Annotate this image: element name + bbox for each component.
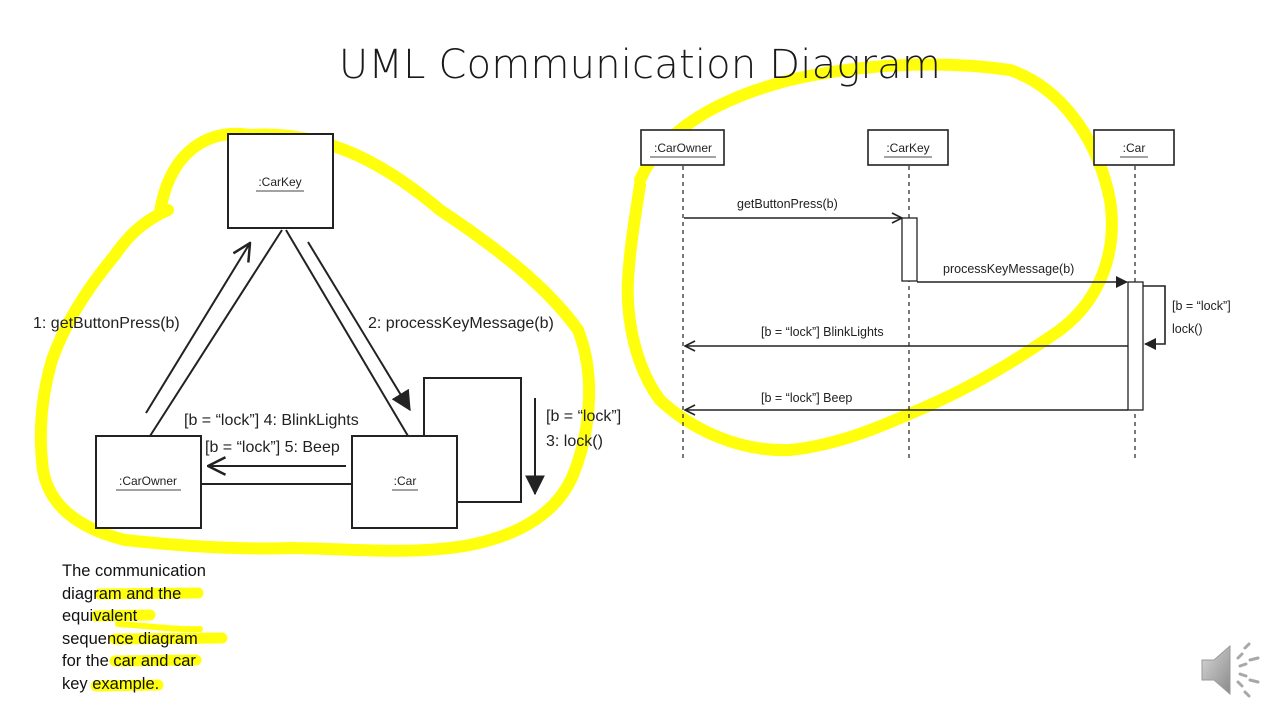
seq-label-process-key-message: processKeyMessage(b) [943, 262, 1074, 276]
message-label-2: 2: processKeyMessage(b) [368, 315, 554, 332]
seq-arrow-self-lock [1143, 285, 1166, 350]
highlight-caption-1 [94, 587, 204, 600]
object-name-carowner: :CarOwner [119, 474, 177, 488]
object-box-carowner [95, 435, 202, 529]
highlight-caption-5 [90, 679, 164, 692]
seq-label-self-guard: [b = “lock”] [1172, 299, 1231, 313]
seq-label-blink-lights: [b = “lock”] BlinkLights [761, 325, 884, 339]
message-label-3: 3: lock() [546, 433, 603, 450]
seq-label-beep: [b = “lock”] Beep [761, 391, 852, 405]
object-name-carkey: :CarKey [258, 175, 301, 189]
highlight-loop-left [34, 127, 596, 557]
object-box-carkey [227, 133, 334, 229]
lifeline-name-carkey: :CarKey [886, 141, 929, 155]
message-label-1: 1: getButtonPress(b) [33, 315, 180, 332]
caption-line: diagram and the [62, 584, 182, 603]
lifeline-head-carkey [867, 129, 949, 166]
seq-label-self-lock: lock() [1172, 322, 1203, 336]
speaker-icon[interactable] [1198, 636, 1268, 706]
figure-caption: The communication diagram and the equiva… [62, 560, 252, 695]
highlight-caption-2 [90, 609, 156, 622]
caption-line: key example. [62, 674, 160, 693]
message-label-3-guard: [b = “lock”] [546, 408, 621, 425]
caption-line: for the car and car [62, 652, 196, 670]
message-arrow-2 [307, 241, 411, 412]
caption-line: sequence diagram [62, 629, 198, 648]
lifeline-head-car [1093, 129, 1175, 166]
message-label-4: [b = “lock”] 4: BlinkLights [184, 412, 359, 429]
message-arrow-1 [145, 243, 250, 414]
activation-car [1127, 281, 1144, 411]
caption-line: equivalent [62, 607, 138, 625]
sequence-diagram: :CarOwner :CarKey :Car getButtonPress(b)… [640, 129, 1231, 462]
object-box-car [351, 435, 458, 529]
object-name-car: :Car [394, 474, 417, 488]
link-carkey-car [285, 229, 409, 437]
highlight-caption-6 [115, 621, 203, 633]
highlight-caption-3 [109, 632, 228, 645]
activation-carkey [901, 217, 918, 282]
caption-line: The communication [62, 562, 206, 580]
highlight-caption-4 [109, 654, 202, 667]
link-carowner-carkey [149, 229, 283, 437]
slide-title: UML Communication Diagram [338, 42, 942, 88]
lifeline-head-carowner [640, 129, 725, 166]
lifeline-name-car: :Car [1123, 141, 1146, 155]
seq-label-get-button-press: getButtonPress(b) [737, 197, 838, 211]
message-label-5: [b = “lock”] 5: Beep [205, 439, 340, 456]
lifeline-name-carowner: :CarOwner [654, 141, 712, 155]
communication-diagram: :CarKey :CarOwner :Car 1: getButtonPress… [33, 133, 621, 529]
